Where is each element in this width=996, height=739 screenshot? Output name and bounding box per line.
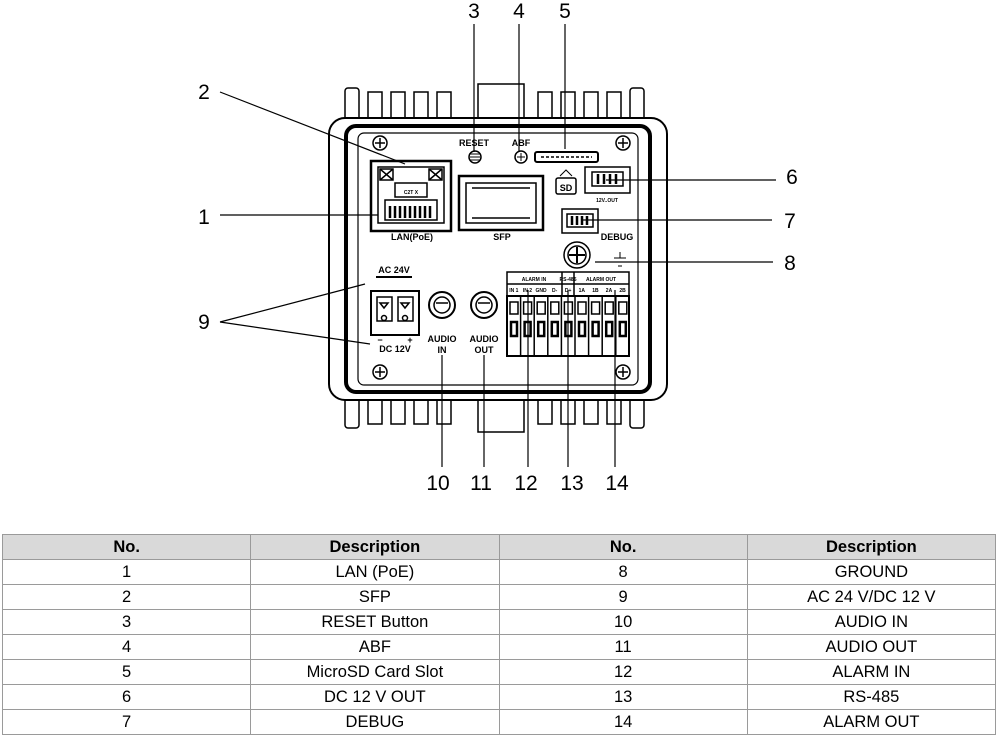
alarm-out-label: ALARM OUT bbox=[586, 277, 616, 283]
callout-number: 13 bbox=[560, 472, 583, 495]
table-cell: 14 bbox=[498, 709, 748, 735]
pin-label: GND bbox=[535, 288, 547, 294]
table-cell: 6 bbox=[1, 684, 252, 710]
abf-label: ABF bbox=[512, 138, 531, 148]
table-cell: ALARM IN bbox=[746, 659, 996, 685]
interface-description-table: No. Description No. Description 1 LAN (P… bbox=[1, 534, 996, 735]
table-row: 2 SFP 9 AC 24 V/DC 12 V bbox=[1, 584, 996, 610]
column-header-no: No. bbox=[498, 534, 748, 560]
camera-rear-panel-diagram: RESET ABF C2T X LAN(PoE) SFP SD 12V..OUT… bbox=[198, 0, 798, 495]
table-cell: AUDIO IN bbox=[746, 609, 996, 635]
callout-number: 3 bbox=[468, 0, 480, 23]
table-cell: AC 24 V/DC 12 V bbox=[746, 584, 996, 610]
table-row: 5 MicroSD Card Slot 12 ALARM IN bbox=[1, 659, 996, 685]
callout-number: 11 bbox=[470, 472, 492, 495]
callout-number: 2 bbox=[198, 81, 210, 104]
table-cell: 5 bbox=[1, 659, 252, 685]
audio-out-label-line2: OUT bbox=[475, 345, 495, 355]
microsd-card-slot bbox=[534, 151, 599, 195]
table-row: 6 DC 12 V OUT 13 RS-485 bbox=[1, 684, 996, 710]
table-cell: ALARM OUT bbox=[746, 709, 996, 735]
table-cell: 9 bbox=[498, 584, 748, 610]
table-header-row: No. Description No. Description bbox=[1, 534, 996, 560]
callout-number: 8 bbox=[784, 252, 796, 275]
table-cell: 13 bbox=[498, 684, 748, 710]
table-cell: RESET Button bbox=[250, 609, 500, 635]
column-header-description: Description bbox=[746, 534, 996, 560]
table-cell: 3 bbox=[1, 609, 252, 635]
callout-number: 6 bbox=[786, 166, 798, 189]
dc12v-label: DC 12V bbox=[379, 344, 411, 354]
table-cell: GROUND bbox=[746, 559, 996, 585]
pin-label: 1A bbox=[579, 288, 586, 294]
lan-poe-port bbox=[369, 159, 453, 233]
audio-out-jack bbox=[470, 291, 498, 319]
column-header-no: No. bbox=[1, 534, 252, 560]
reset-label: RESET bbox=[459, 138, 490, 148]
callout-number: 12 bbox=[514, 472, 537, 495]
pin-label: IN 1 bbox=[509, 288, 518, 294]
table-row: 1 LAN (PoE) 8 GROUND bbox=[1, 559, 996, 585]
table-cell: ABF bbox=[250, 634, 500, 660]
audio-in-jack bbox=[428, 291, 456, 319]
reset-button bbox=[468, 150, 482, 164]
pin-label: 1B bbox=[592, 288, 599, 294]
table-row: 7 DEBUG 14 ALARM OUT bbox=[1, 709, 996, 735]
audio-in-label-line1: AUDIO bbox=[428, 334, 457, 344]
callout-number: 9 bbox=[198, 311, 210, 334]
callout-leader-lines bbox=[219, 24, 776, 467]
sfp-label: SFP bbox=[493, 232, 511, 242]
table-cell: 2 bbox=[1, 584, 252, 610]
table-cell: LAN (PoE) bbox=[250, 559, 500, 585]
table-cell: 4 bbox=[1, 634, 252, 660]
callout-number: 7 bbox=[784, 210, 796, 233]
table-cell: 11 bbox=[498, 634, 748, 660]
corner-screws bbox=[372, 135, 631, 380]
column-header-description: Description bbox=[250, 534, 500, 560]
audio-in-label-line2: IN bbox=[438, 345, 447, 355]
callout-number: 14 bbox=[605, 472, 629, 495]
callout-number: 1 bbox=[198, 206, 210, 229]
sfp-port bbox=[457, 174, 545, 232]
audio-out-label-line1: AUDIO bbox=[470, 334, 499, 344]
minus-label: − bbox=[377, 335, 382, 345]
table-row: 3 RESET Button 10 AUDIO IN bbox=[1, 609, 996, 635]
sd-label: SD bbox=[560, 183, 573, 193]
abf-button bbox=[514, 150, 528, 164]
power-terminal bbox=[370, 276, 420, 336]
lan-label: LAN(PoE) bbox=[391, 232, 433, 242]
plus-label: + bbox=[407, 335, 412, 345]
callout-number: 4 bbox=[513, 0, 525, 23]
pin-label: 2B bbox=[619, 288, 626, 294]
alarm-in-label: ALARM IN bbox=[522, 277, 547, 283]
table-cell: 12 bbox=[498, 659, 748, 685]
table-cell: 10 bbox=[498, 609, 748, 635]
table-cell: MicroSD Card Slot bbox=[250, 659, 500, 685]
pin-label: 2A bbox=[606, 288, 613, 294]
rs485-label: RS-485 bbox=[560, 277, 577, 283]
pin-label: D- bbox=[552, 288, 558, 294]
table-cell: DC 12 V OUT bbox=[250, 684, 500, 710]
12v-out-label: 12V..OUT bbox=[596, 198, 618, 204]
alarm-rs485-terminal-block bbox=[506, 271, 630, 357]
table-cell: DEBUG bbox=[250, 709, 500, 735]
table-cell: 7 bbox=[1, 709, 252, 735]
table-cell: 8 bbox=[498, 559, 748, 585]
table-cell: RS-485 bbox=[746, 684, 996, 710]
lan-marking: C2T X bbox=[404, 190, 419, 196]
pin-label: D+ bbox=[565, 288, 572, 294]
table-cell: 1 bbox=[1, 559, 252, 585]
rear-panel bbox=[344, 124, 652, 394]
callout-number: 5 bbox=[559, 0, 571, 23]
table-cell: AUDIO OUT bbox=[746, 634, 996, 660]
table-cell: SFP bbox=[250, 584, 500, 610]
pin-label: IN 2 bbox=[523, 288, 532, 294]
debug-label: DEBUG bbox=[601, 232, 634, 242]
table-row: 4 ABF 11 AUDIO OUT bbox=[1, 634, 996, 660]
callout-number: 10 bbox=[426, 472, 449, 495]
ac24v-label: AC 24V bbox=[378, 265, 410, 275]
